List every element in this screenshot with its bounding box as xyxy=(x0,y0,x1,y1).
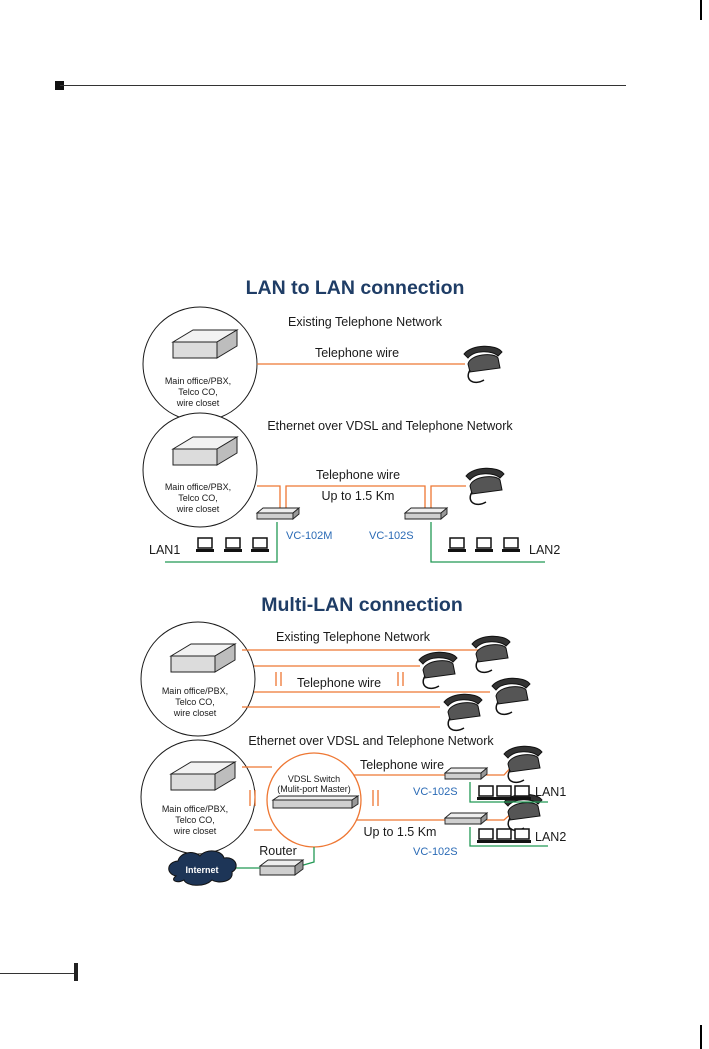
computer-icon xyxy=(195,537,215,553)
svg-text:wire closet: wire closet xyxy=(176,398,220,408)
vdsl-switch-node: VDSL Switch (Mulit-port Master) xyxy=(266,752,362,848)
telephone-wire-label: Telephone wire xyxy=(315,346,399,360)
router-icon xyxy=(258,859,305,876)
telephone-icon xyxy=(471,635,511,674)
svg-text:Main office/PBX,: Main office/PBX, xyxy=(165,376,231,386)
lan2-label-2: LAN2 xyxy=(535,830,566,844)
ethernet-network-label-2: Ethernet over VDSL and Telephone Network xyxy=(248,734,494,748)
computer-icon xyxy=(512,785,532,801)
telephone-icon xyxy=(503,745,543,784)
svg-text:Telco CO,: Telco CO, xyxy=(178,493,218,503)
device-label-2: VC-102S xyxy=(413,846,458,858)
vdsl-master-icon xyxy=(256,507,300,520)
existing-network-label: Existing Telephone Network xyxy=(288,315,443,329)
internet-label: Internet xyxy=(185,865,218,875)
vdsl-wires xyxy=(257,485,466,510)
telephone-icon xyxy=(443,693,483,732)
vdsl-wires-multi xyxy=(242,764,514,831)
office-node-ethernet: Main office/PBX, Telco CO, wire closet xyxy=(142,412,258,528)
telephone-icon xyxy=(418,651,458,690)
svg-text:(Mulit-port Master): (Mulit-port Master) xyxy=(277,784,351,794)
section-title-multi-lan: Multi-LAN connection xyxy=(261,594,462,616)
slave-device-label: VC-102S xyxy=(369,530,414,542)
computer-icon xyxy=(223,537,243,553)
computer-icon xyxy=(476,785,496,801)
telephone-wire-label-2: Telephone wire xyxy=(316,468,400,482)
computer-icon xyxy=(447,537,467,553)
device-label-1: VC-102S xyxy=(413,786,458,798)
office-node-multi: Main office/PBX, Telco CO, wire closet xyxy=(140,621,256,737)
svg-text:Main office/PBX,: Main office/PBX, xyxy=(162,804,228,814)
svg-text:Telco CO,: Telco CO, xyxy=(175,815,215,825)
svg-text:wire closet: wire closet xyxy=(176,504,220,514)
lan-lines xyxy=(165,522,545,563)
lan-lines-multi xyxy=(299,782,548,867)
computer-icon xyxy=(474,537,494,553)
svg-text:Main office/PBX,: Main office/PBX, xyxy=(165,482,231,492)
telephone-icon xyxy=(465,467,505,506)
svg-text:wire closet: wire closet xyxy=(173,708,217,718)
svg-text:Main office/PBX,: Main office/PBX, xyxy=(162,686,228,696)
internet-cloud-icon: Internet xyxy=(168,850,237,886)
master-device-label: VC-102M xyxy=(286,530,332,542)
existing-network-label-2: Existing Telephone Network xyxy=(276,630,431,644)
switch-device-icon xyxy=(271,795,360,809)
vdsl-slave-icon xyxy=(444,812,488,825)
vdsl-slave-icon xyxy=(404,507,448,520)
computer-icon xyxy=(476,828,496,844)
telephone-wire-label-4: Telephone wire xyxy=(360,758,444,772)
distance-label-2: Up to 1.5 Km xyxy=(364,825,437,839)
telephone-icon xyxy=(491,677,531,716)
telephone-icon xyxy=(463,345,503,384)
footer-marker xyxy=(74,963,78,981)
distance-label: Up to 1.5 Km xyxy=(322,489,395,503)
lan1-label: LAN1 xyxy=(149,543,180,557)
svg-text:VDSL Switch: VDSL Switch xyxy=(288,774,340,784)
telephone-wire-label-3: Telephone wire xyxy=(297,676,381,690)
computer-icon xyxy=(494,785,514,801)
svg-text:Telco CO,: Telco CO, xyxy=(178,387,218,397)
header-rule xyxy=(60,85,626,86)
section-title-lan-to-lan: LAN to LAN connection xyxy=(246,277,465,299)
lan1-label-2: LAN1 xyxy=(535,785,566,799)
svg-text:Telco CO,: Telco CO, xyxy=(175,697,215,707)
crop-mark-bottom xyxy=(700,1025,702,1049)
header-bullet xyxy=(55,81,64,90)
office-node-multi-ethernet: Main office/PBX, Telco CO, wire closet xyxy=(140,739,256,855)
crop-mark-top xyxy=(700,0,702,20)
svg-text:wire closet: wire closet xyxy=(173,826,217,836)
computer-icon xyxy=(501,537,521,553)
ethernet-network-label: Ethernet over VDSL and Telephone Network xyxy=(267,419,513,433)
vdsl-slave-icon xyxy=(444,767,488,780)
office-node: Main office/PBX, Telco CO, wire closet xyxy=(142,306,258,422)
computer-icon xyxy=(494,828,514,844)
router-label: Router xyxy=(259,844,297,858)
existing-wires-multi xyxy=(242,649,490,708)
computer-icon xyxy=(512,828,532,844)
computer-icon xyxy=(250,537,270,553)
footer-rule xyxy=(0,973,76,974)
lan2-label: LAN2 xyxy=(529,543,560,557)
